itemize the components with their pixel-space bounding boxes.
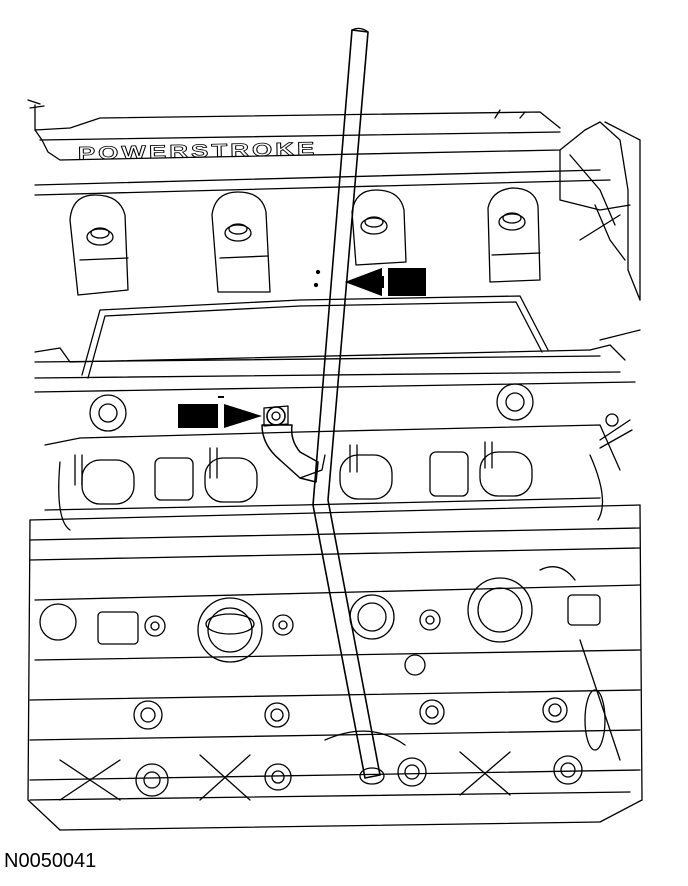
dipstick-tube xyxy=(312,27,385,785)
tube-bracket xyxy=(261,405,326,483)
figure-id-label: N0050041 xyxy=(4,850,97,872)
gasket-rail xyxy=(34,295,641,393)
engine-block xyxy=(27,504,643,831)
valve-cover: POWERSTROKE xyxy=(27,99,641,301)
cover-bolt-towers xyxy=(69,187,541,296)
cover-lettering: POWERSTROKE xyxy=(78,138,318,163)
detail-marks xyxy=(313,109,633,449)
double-arrow-right-icon xyxy=(178,396,262,428)
intake-ports xyxy=(44,383,621,531)
double-arrow-left-icon xyxy=(345,268,426,296)
